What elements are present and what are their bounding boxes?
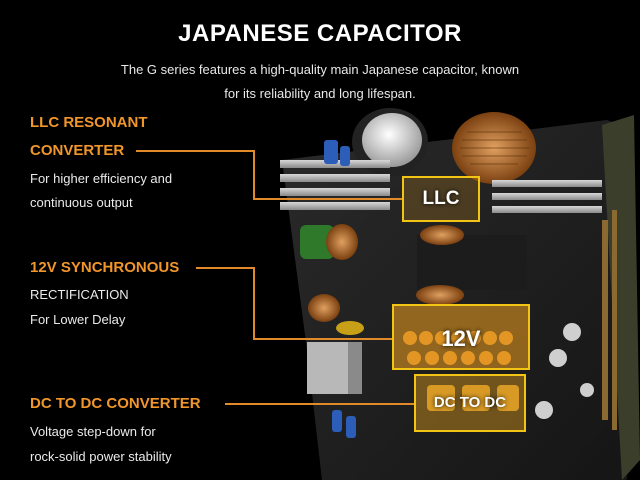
feature-12v-title: 12V SYNCHRONOUS bbox=[30, 259, 180, 276]
v12-highlight-box bbox=[392, 304, 530, 370]
v12-board-label: 12V bbox=[441, 326, 481, 351]
toroid-coil-left bbox=[326, 224, 358, 260]
output-bus bbox=[602, 210, 617, 430]
blue-capacitor-bottom bbox=[332, 410, 342, 432]
feature-12v-desc-1: RECTIFICATION bbox=[30, 287, 129, 302]
feature-llc-desc-1: For higher efficiency and bbox=[30, 171, 173, 186]
feature-dcdc-title: DC TO DC CONVERTER bbox=[30, 395, 201, 412]
yellow-component bbox=[336, 321, 364, 335]
dcdc-inductors bbox=[427, 385, 519, 411]
v12-connector-vertical bbox=[253, 267, 255, 339]
feature-llc-title-2: CONVERTER bbox=[30, 142, 125, 159]
feature-dcdc-desc-2: rock-solid power stability bbox=[30, 449, 172, 464]
white-connector-shadow bbox=[348, 342, 362, 394]
green-inductor bbox=[300, 225, 334, 259]
llc-connector-to-box bbox=[253, 198, 402, 200]
llc-board-label: LLC bbox=[422, 188, 460, 209]
feature-dcdc-desc-1: Voltage step-down for bbox=[30, 424, 156, 439]
toroid-coil-lower bbox=[308, 294, 340, 322]
blue-capacitor bbox=[324, 140, 338, 164]
blue-capacitor-2 bbox=[340, 146, 350, 166]
psu-board-illustration bbox=[280, 108, 640, 480]
subtitle-line-2: for its reliability and long lifespan. bbox=[224, 86, 416, 101]
llc-highlight-box bbox=[402, 176, 480, 222]
transformer-coil bbox=[420, 225, 464, 245]
right-capacitors bbox=[535, 323, 594, 419]
dcdc-board-label: DC TO DC bbox=[433, 394, 507, 411]
dcdc-connector-horizontal bbox=[225, 403, 414, 405]
v12-connector-to-box bbox=[253, 338, 392, 340]
primary-capacitor-top bbox=[362, 113, 422, 167]
subtitle-line-1: The G series features a high-quality mai… bbox=[120, 62, 520, 77]
feature-llc-desc-2: continuous output bbox=[30, 195, 133, 210]
llc-connector-horizontal bbox=[136, 150, 254, 152]
v12-connector-horizontal bbox=[196, 267, 254, 269]
feature-llc-title-1: LLC RESONANT bbox=[30, 114, 148, 131]
case-side-wall bbox=[602, 115, 640, 480]
transformer-coil-2 bbox=[416, 285, 464, 305]
feature-12v-desc-2: For Lower Delay bbox=[30, 312, 126, 327]
page-subtitle: The G series features a high-quality mai… bbox=[110, 58, 530, 106]
page-title: JAPANESE CAPACITOR bbox=[178, 20, 462, 47]
dcdc-highlight-box bbox=[414, 374, 526, 432]
blue-capacitor-bottom-2 bbox=[346, 416, 356, 438]
heatsink-secondary bbox=[492, 180, 602, 213]
llc-connector-vertical bbox=[253, 150, 255, 198]
